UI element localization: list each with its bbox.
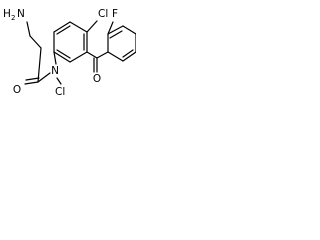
bond (122, 51, 136, 62)
fluorine-atom: F (112, 8, 118, 20)
bond (53, 51, 71, 63)
amine-nitrogen-atom: N (17, 8, 25, 20)
chlorine-atom-ring: Cl (98, 8, 108, 20)
bond (56, 77, 62, 85)
bond (122, 25, 136, 35)
bond (109, 30, 123, 39)
bond (53, 21, 71, 33)
amide-nitrogen-atom: N (51, 65, 59, 77)
bond (86, 20, 98, 33)
fluorophenyl-ring (107, 25, 136, 62)
chemical-structure: Cl N Cl O H 2 N O (3, 8, 136, 98)
n-chloro-atom: Cl (55, 86, 65, 98)
central-benzene-ring (53, 21, 88, 63)
bond (122, 49, 134, 58)
bond (107, 21, 114, 35)
structure-canvas: Cl N Cl O H 2 N O (0, 0, 136, 99)
amide-oxygen-atom: O (13, 84, 21, 96)
ketone-oxygen-atom: O (93, 73, 101, 85)
bond (29, 35, 42, 49)
bond (107, 51, 124, 62)
bond (37, 47, 42, 83)
bond (24, 81, 39, 85)
amine-subscript: 2 (11, 14, 15, 22)
bond (26, 21, 31, 37)
bond (96, 51, 109, 59)
bond (25, 77, 40, 81)
bond (53, 51, 57, 65)
amine-hydrogen: H (3, 8, 11, 20)
bond (56, 25, 71, 35)
bond (86, 51, 98, 59)
bond (56, 49, 71, 59)
bond (69, 21, 88, 33)
bond (37, 72, 51, 83)
bond (107, 25, 124, 35)
bond (69, 51, 88, 63)
